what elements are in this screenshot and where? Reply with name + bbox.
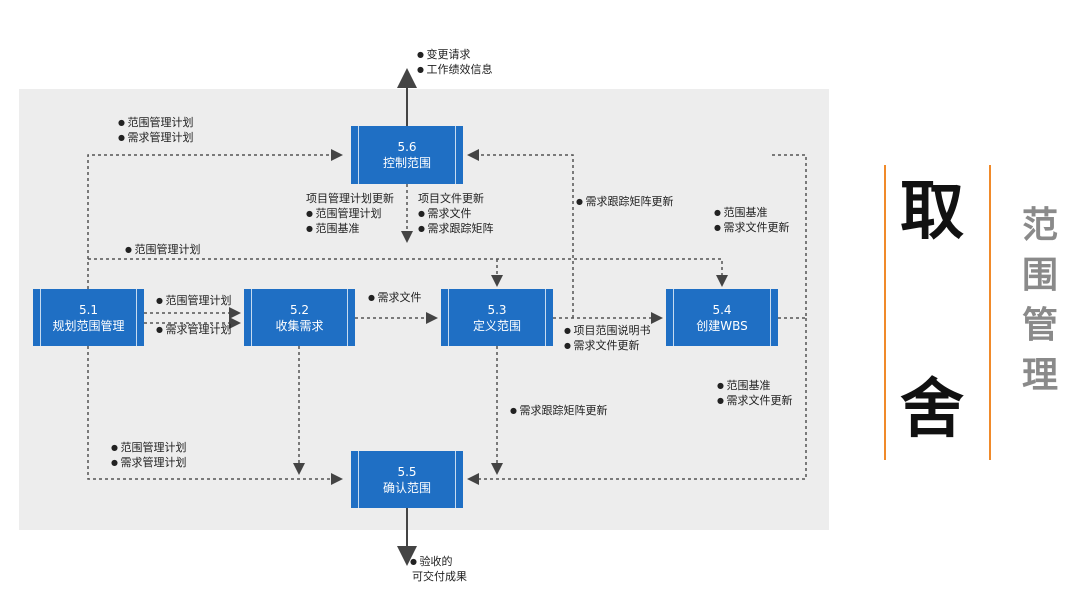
arrow-54-to-56 <box>770 154 807 319</box>
process-name: 创建WBS <box>696 318 748 333</box>
process-number: 5.1 <box>78 302 99 317</box>
note-item: 需求文件 <box>418 207 494 222</box>
note-top-out: 变更请求 工作绩效信息 <box>417 48 493 78</box>
note-item: 需求管理计划 <box>156 323 232 338</box>
note-baseline-bottom: 范围基准 需求文件更新 <box>717 379 793 409</box>
process-number: 5.4 <box>712 302 732 317</box>
note-56-out-right: 项目文件更新 需求文件 需求跟踪矩阵 <box>418 192 494 237</box>
note-item: 范围基准 <box>717 379 793 394</box>
side-char-4: 理 <box>1022 355 1059 396</box>
note-56-out-left: 项目管理计划更新 范围管理计划 范围基准 <box>306 192 394 237</box>
note-item: 需求文件更新 <box>717 394 793 409</box>
arrow-51-to-55 <box>87 346 343 485</box>
note-item: 需求跟踪矩阵更新 <box>510 404 608 419</box>
note-item: 需求文件更新 <box>714 221 790 236</box>
title-left-line <box>884 165 886 460</box>
process-5-1[interactable]: 5.1 规划范围管理 <box>33 289 144 346</box>
note-item: 项目范围说明书 <box>564 324 651 339</box>
process-5-5[interactable]: 5.5 确认范围 <box>351 451 463 508</box>
process-5-4[interactable]: 5.4 创建WBS <box>666 289 778 346</box>
arrow-plan-line <box>88 258 728 287</box>
note-53-out: 项目范围说明书 需求文件更新 <box>564 324 651 354</box>
side-char-3: 管 <box>1022 305 1059 346</box>
process-number: 5.3 <box>487 302 507 317</box>
note-bottom-out: 验收的 可交付成果 <box>410 555 467 585</box>
note-trace-update-top: 需求跟踪矩阵更新 <box>576 195 674 210</box>
note-item: 需求跟踪矩阵更新 <box>576 195 674 210</box>
note-item: 需求文件 <box>368 291 422 306</box>
note-item: 范围管理计划 <box>156 294 232 309</box>
note-tail: 可交付成果 <box>412 570 467 583</box>
note-scope-plan-line: 范围管理计划 <box>125 243 201 258</box>
note-item: 需求管理计划 <box>111 456 187 471</box>
process-5-3[interactable]: 5.3 定义范围 <box>441 289 553 346</box>
note-item: 范围管理计划 <box>306 207 394 222</box>
arrow-51-to-56 <box>87 149 343 289</box>
process-number: 5.6 <box>397 140 417 154</box>
note-51-to-52-a: 范围管理计划 <box>156 294 232 309</box>
process-name: 规划范围管理 <box>52 318 125 333</box>
note-item: 需求跟踪矩阵 <box>418 222 494 237</box>
title-char-2: 舍 <box>900 373 964 447</box>
process-number: 5.5 <box>397 464 417 479</box>
side-char-2: 围 <box>1022 255 1059 296</box>
arrow-54-to-55 <box>467 318 807 485</box>
process-5-2[interactable]: 5.2 收集需求 <box>244 289 355 346</box>
note-item: 需求文件更新 <box>564 339 651 354</box>
note-item: 变更请求 <box>417 48 493 63</box>
title-right-line <box>989 165 991 460</box>
note-head: 项目文件更新 <box>418 192 484 205</box>
process-name: 确认范围 <box>382 480 431 495</box>
note-trace-update-mid: 需求跟踪矩阵更新 <box>510 404 608 419</box>
note-55-in-left: 范围管理计划 需求管理计划 <box>111 441 187 471</box>
note-item: 范围基准 <box>714 206 790 221</box>
note-51-to-52-b: 需求管理计划 <box>156 323 232 338</box>
note-item: 范围基准 <box>306 222 394 237</box>
note-head: 项目管理计划更新 <box>306 192 394 205</box>
process-name: 定义范围 <box>472 318 521 333</box>
note-52-to-53: 需求文件 <box>368 291 422 306</box>
note-item: 范围管理计划 <box>125 243 201 258</box>
note-item: 工作绩效信息 <box>417 63 493 78</box>
note-item: 验收的 <box>410 555 467 570</box>
note-baseline-top: 范围基准 需求文件更新 <box>714 206 790 236</box>
note-56-in-left: 范围管理计划 需求管理计划 <box>118 116 194 146</box>
note-item: 范围管理计划 <box>118 116 194 131</box>
process-5-6[interactable]: 5.6 控制范围 <box>351 126 463 184</box>
note-item: 需求管理计划 <box>118 131 194 146</box>
side-char-1: 范 <box>1022 205 1059 246</box>
process-number: 5.2 <box>289 302 310 317</box>
process-name: 收集需求 <box>275 318 324 333</box>
process-name: 控制范围 <box>382 156 431 170</box>
note-item: 范围管理计划 <box>111 441 187 456</box>
arrow-53-to-56 <box>467 149 574 318</box>
title-char-1: 取 <box>900 175 964 249</box>
